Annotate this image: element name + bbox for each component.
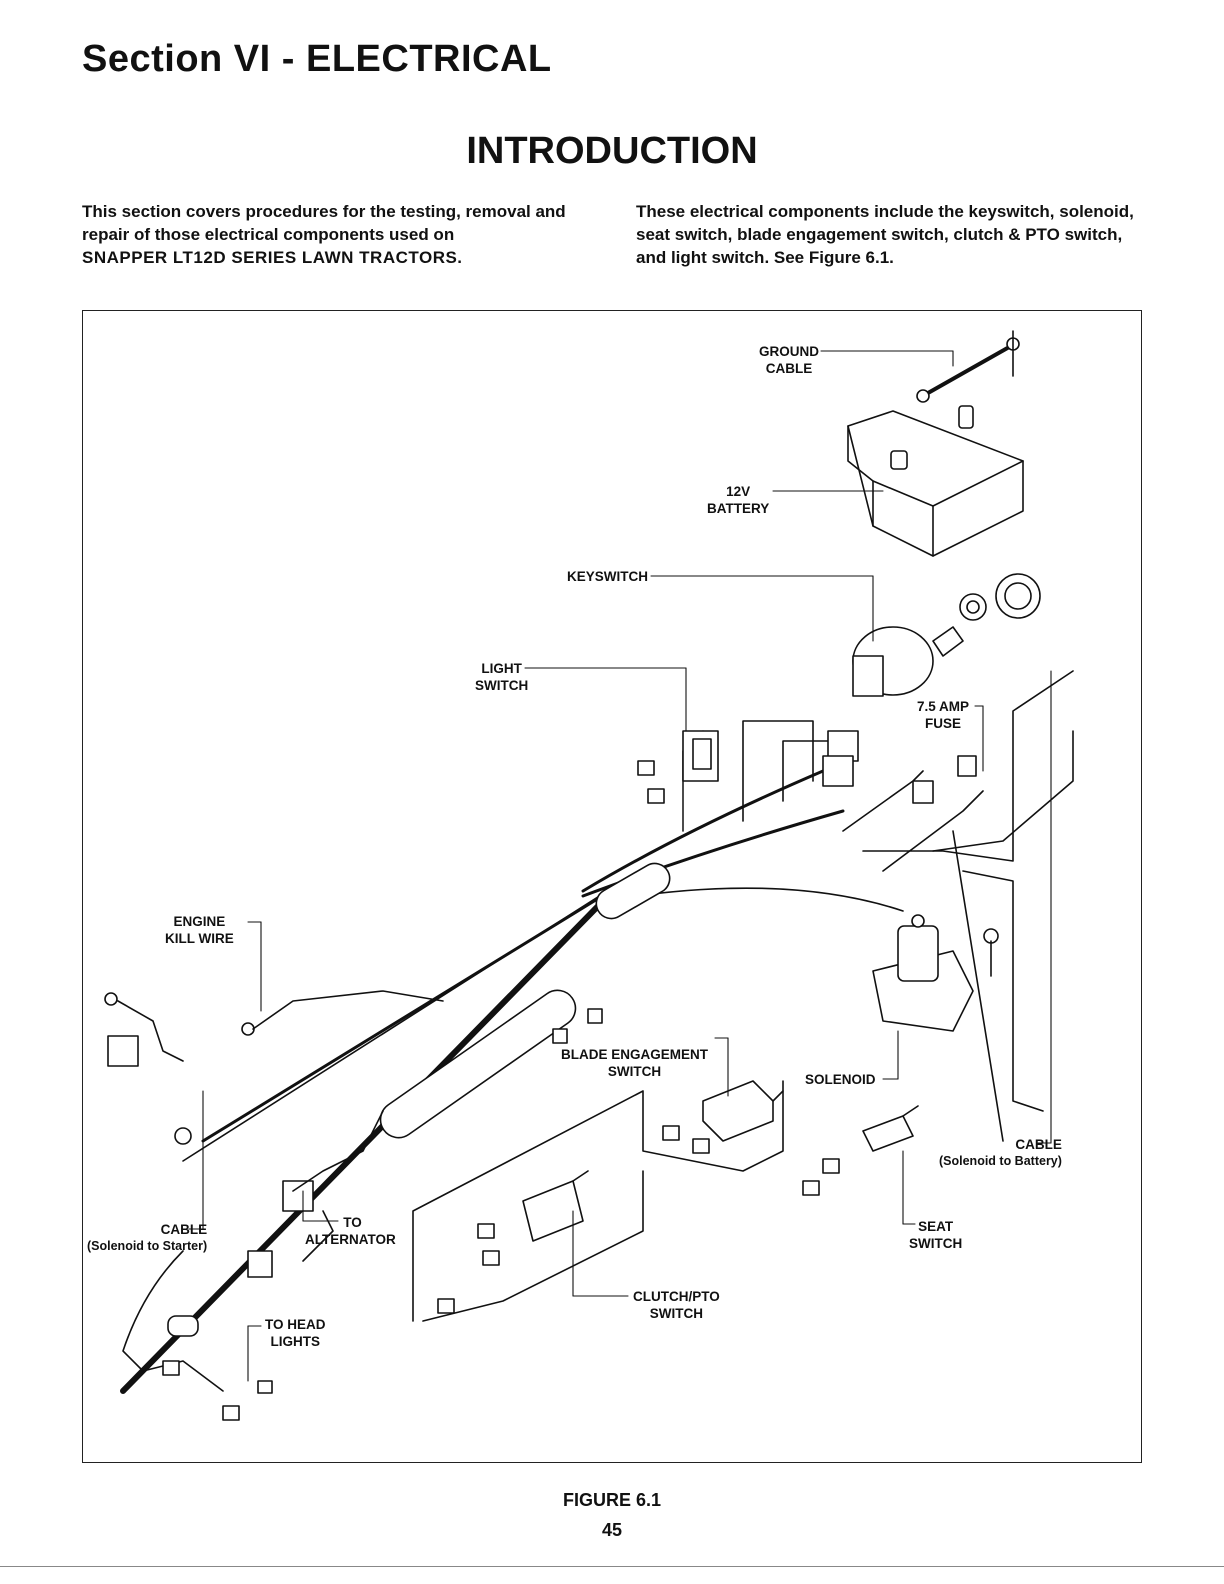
label-blade-switch-line2: SWITCH [607,1064,662,1079]
label-clutch-pto-switch: CLUTCH/PTO SWITCH [633,1288,720,1322]
wiring-diagram [104,330,1074,1421]
label-clutch-pto-line1: CLUTCH/PTO [633,1289,720,1304]
label-solenoid: SOLENOID [805,1072,876,1087]
label-to-head-lights-line2: LIGHTS [270,1334,321,1349]
fuse-drawing [822,730,977,804]
label-fuse: 7.5 AMP FUSE [917,698,969,732]
label-fuse-line2: FUSE [925,716,962,731]
label-fuse-line1: 7.5 AMP [917,699,970,714]
label-battery-line2: BATTERY [707,501,770,516]
label-cable-battery-line2: (Solenoid to Battery) [939,1154,1062,1168]
section-title: Section VI - ELECTRICAL [82,38,552,80]
label-seat-switch: SEAT SWITCH [909,1218,962,1252]
seat-switch-drawing [802,1105,919,1196]
label-light-switch-line2: SWITCH [475,678,529,693]
label-ground-cable-line2: CABLE [765,361,813,376]
solenoid-drawing [872,914,999,1032]
label-engine-kill-wire-line2: KILL WIRE [165,931,234,946]
label-clutch-pto-line2: SWITCH [649,1306,703,1321]
wire-harness-drawing [120,670,1074,1394]
label-battery-line1: 12V [726,484,751,499]
label-to-head-lights: TO HEAD LIGHTS [265,1316,326,1350]
label-to-head-lights-line1: TO HEAD [265,1317,326,1332]
keyswitch-drawing [852,573,1041,697]
intro-right-column: These electrical components include the … [636,200,1136,269]
label-seat-switch-line2: SWITCH [909,1236,963,1251]
label-cable-starter: CABLE (Solenoid to Starter) [87,1221,207,1255]
intro-left-text: This section covers procedures for the t… [82,202,566,244]
label-light-switch: LIGHT SWITCH [475,660,528,694]
label-engine-kill-wire-line1: ENGINE [173,914,226,929]
label-battery: 12V BATTERY [707,483,769,517]
wiring-diagram-figure: GROUND CABLE 12V BATTERY KEYSWITCH LIGHT… [82,310,1142,1463]
label-seat-switch-line1: SEAT [918,1219,954,1234]
label-cable-battery-line1: CABLE [1015,1137,1062,1152]
label-engine-kill-wire: ENGINE KILL WIRE [165,913,234,947]
label-cable-starter-line2: (Solenoid to Starter) [87,1239,208,1253]
label-ground-cable-line1: GROUND [759,344,819,359]
label-light-switch-line1: LIGHT [481,661,522,676]
label-cable-starter-line1: CABLE [160,1222,208,1237]
light-switch-drawing [637,730,719,804]
ground-cable-drawing [916,330,1020,403]
intro-left-column: This section covers procedures for the t… [82,200,602,269]
label-cable-battery: CABLE (Solenoid to Battery) [939,1136,1062,1170]
leader-lines [188,350,1052,1382]
intro-title: INTRODUCTION [466,130,758,172]
label-to-alternator: TO ALTERNATOR [305,1214,396,1248]
label-to-alternator-line1: TO [343,1215,362,1230]
label-to-alternator-line2: ALTERNATOR [305,1232,396,1247]
label-ground-cable: GROUND CABLE [759,343,819,377]
left-connectors-drawing [104,990,444,1421]
label-blade-switch-line1: BLADE ENGAGEMENT [561,1047,709,1062]
bottom-rule [0,1566,1224,1567]
blade-switch-drawing [552,1008,784,1154]
label-keyswitch: KEYSWITCH [567,569,648,584]
battery-drawing [847,405,1024,557]
figure-caption: FIGURE 6.1 [562,1490,662,1510]
label-blade-engagement-switch: BLADE ENGAGEMENT SWITCH [561,1046,708,1080]
page-number: 45 [601,1520,623,1540]
intro-left-emph: SNAPPER LT12D SERIES LAWN TRACTORS. [82,248,463,267]
intro-right-text: These electrical components include the … [636,202,1134,267]
